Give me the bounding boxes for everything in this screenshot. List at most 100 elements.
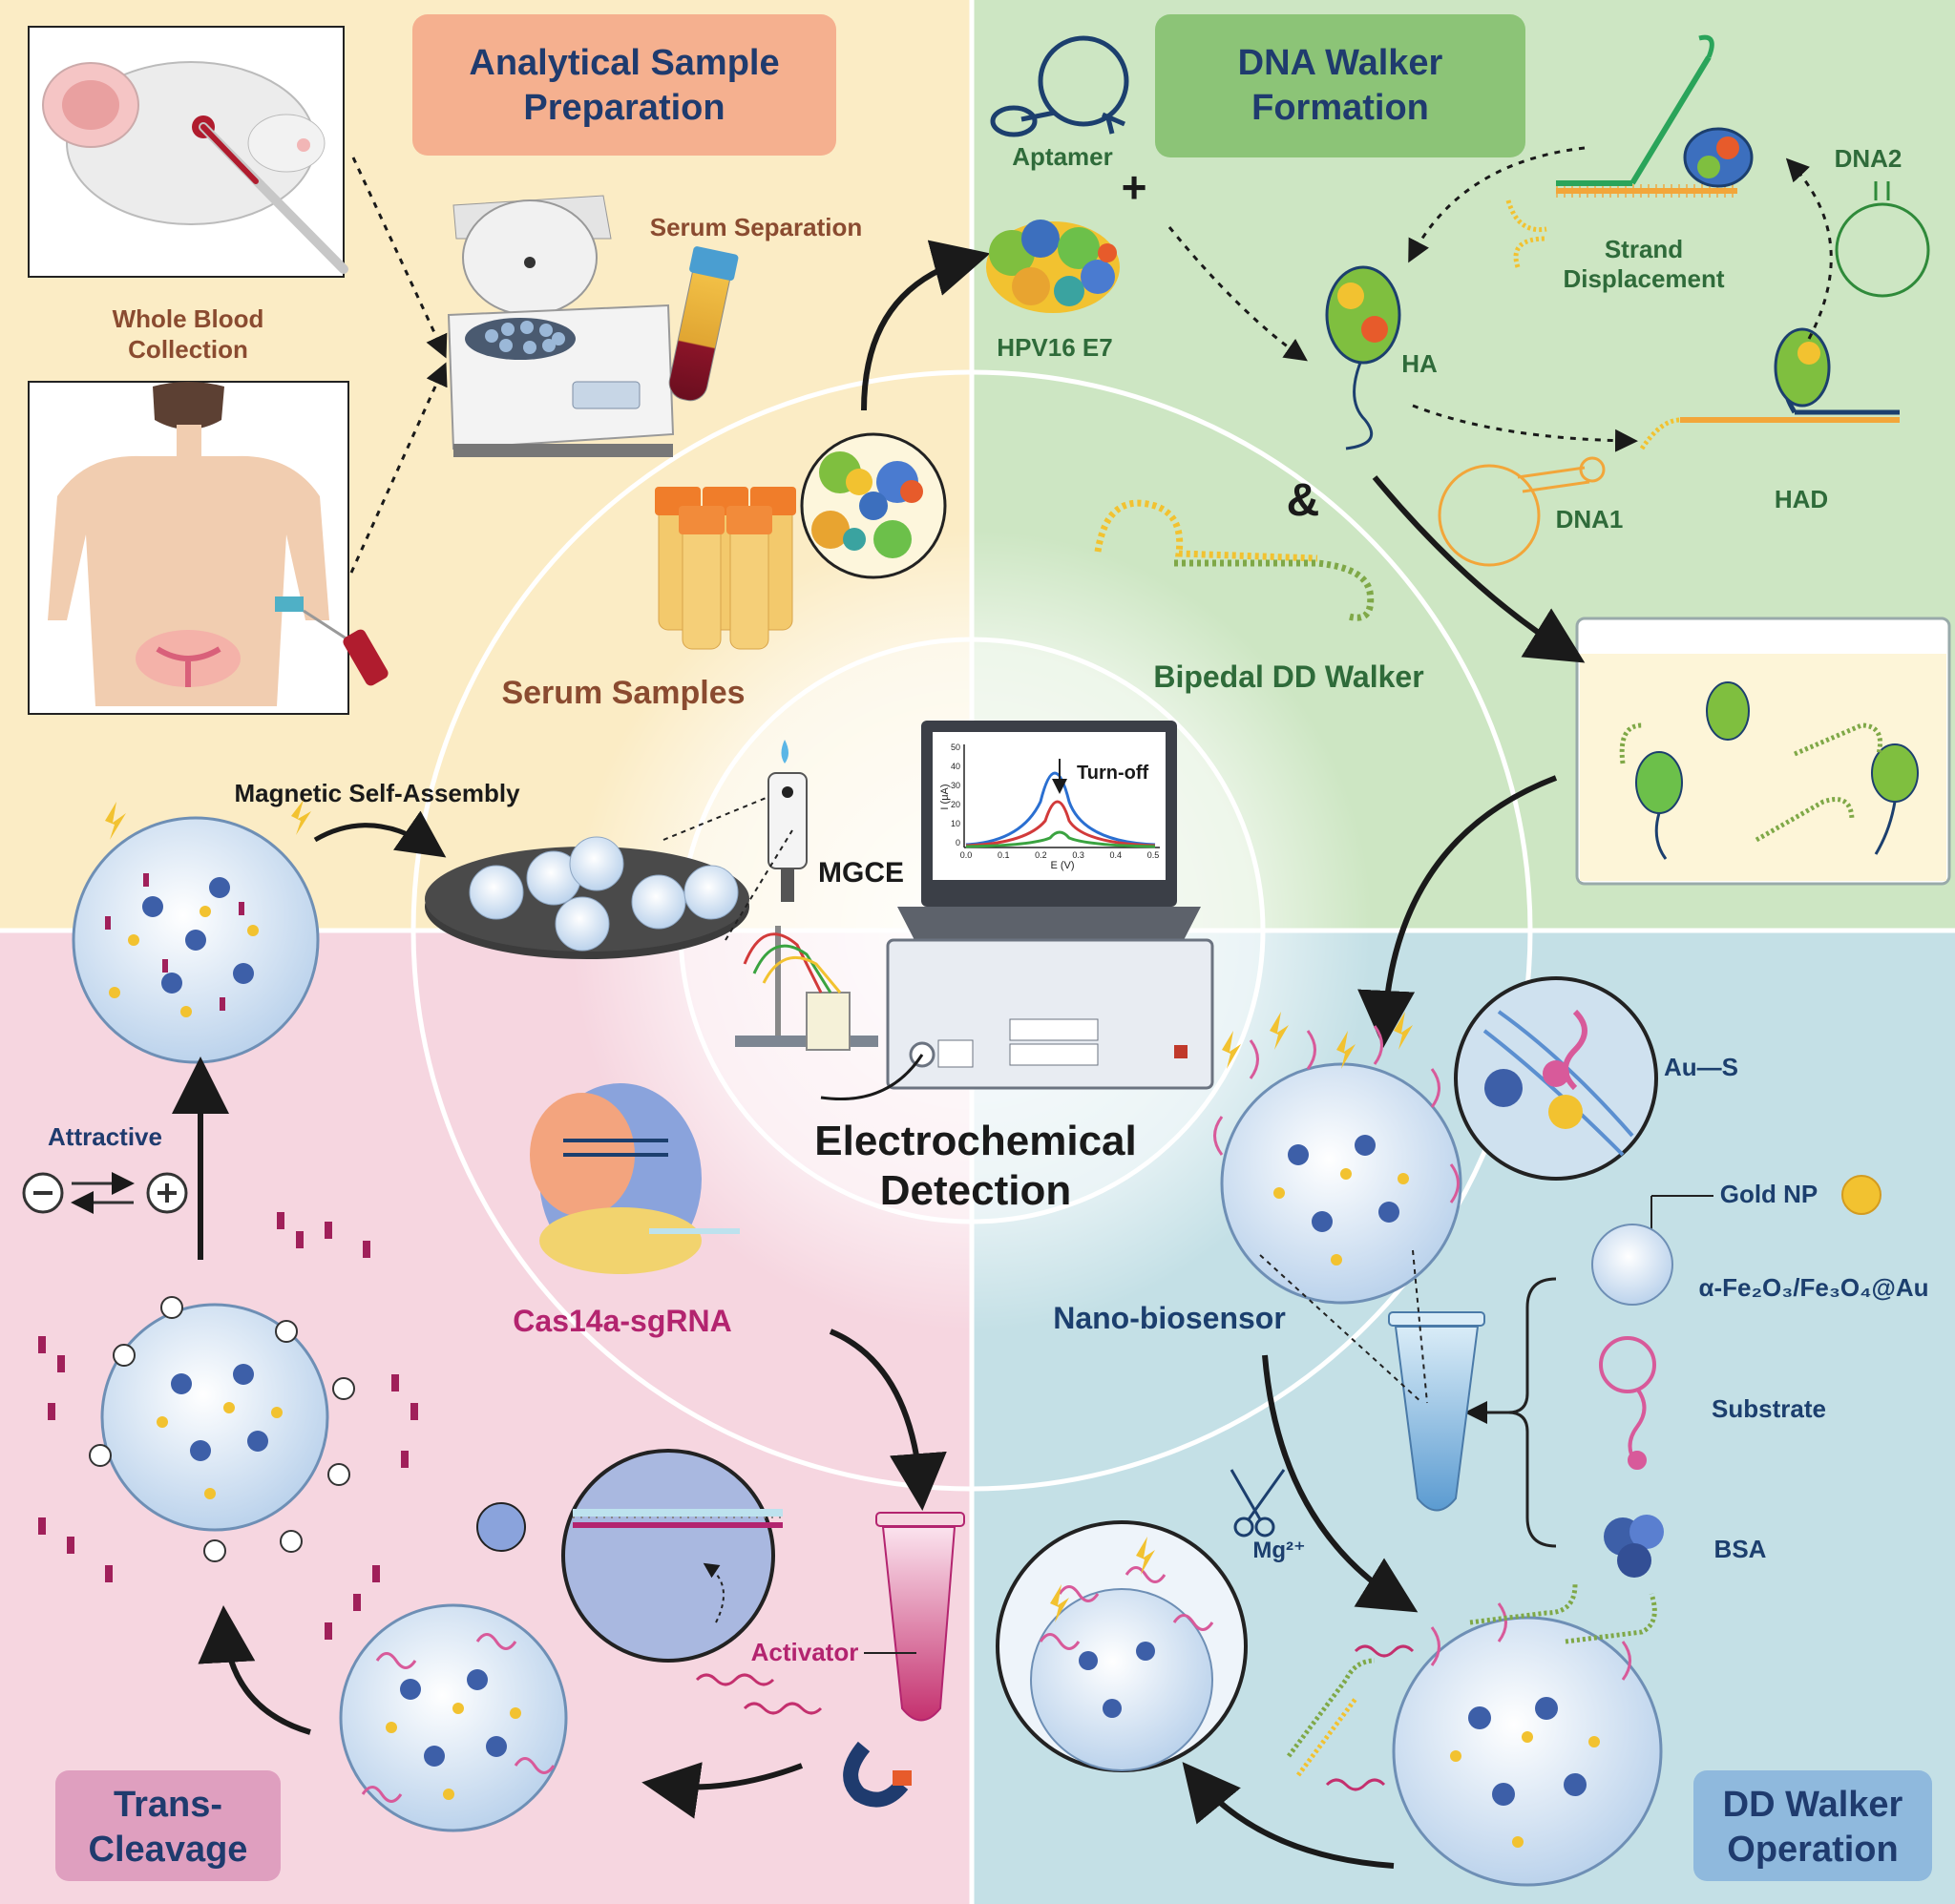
bipedal-walker-icon	[1094, 499, 1375, 621]
arrow-cycle-2	[1412, 404, 1638, 452]
charge-attraction	[22, 1172, 188, 1214]
center-title-1: Electrochemical	[814, 1118, 1137, 1164]
serum-separation-label: Serum Separation	[650, 213, 863, 241]
cv-xtick-label: 0.4	[1110, 850, 1123, 860]
gold-np-label: Gold NP	[1720, 1180, 1818, 1208]
patient-illustration	[28, 381, 389, 715]
dd-operation-title-1: DD Walker	[1723, 1785, 1903, 1825]
outer-ring	[410, 369, 1533, 1492]
cv-ylabel: I (μA)	[939, 784, 951, 809]
center-title-2: Detection	[880, 1167, 1071, 1214]
aptamer-icon	[990, 35, 1129, 137]
cv-xtick-label: 0.0	[960, 850, 973, 860]
gold-np-icon	[1841, 1175, 1881, 1215]
ha-complex	[1325, 265, 1401, 450]
cv-xlabel: E (V)	[1050, 860, 1074, 871]
fe-oxide-label: α-Fe₂O₃/Fe₃O₄@Au	[1699, 1273, 1929, 1302]
cv-ytick-label: 10	[951, 819, 960, 828]
centrifuge-illustration	[447, 195, 675, 457]
signal-bolts	[1050, 1012, 1413, 1622]
arrow-to-beaker	[1372, 475, 1586, 663]
mgce-label: MGCE	[818, 857, 904, 889]
cv-ytick-label: 50	[951, 743, 960, 752]
activator-label: Activator	[751, 1638, 859, 1666]
scissors-icon	[1230, 1469, 1286, 1538]
operation-zoom	[996, 1520, 1248, 1772]
arrow-cycle-4	[1408, 146, 1586, 263]
had-complex	[1639, 327, 1900, 450]
activator-rna	[695, 1673, 823, 1715]
title-box-dna-walker	[1155, 14, 1525, 157]
hpv16-e7-protein	[986, 220, 1120, 313]
cv-ytick-label: 0	[956, 838, 960, 847]
dd-operation-title-2: Operation	[1727, 1830, 1898, 1870]
turn-off-label: Turn-off	[1077, 763, 1148, 784]
dna-walker-title-2: Formation	[1251, 88, 1429, 128]
arrow-cleaved-to-charged	[198, 1605, 311, 1735]
serum-tubes	[655, 487, 796, 650]
magnetic-disk	[425, 836, 749, 959]
arrow-magnetic-assembly	[313, 810, 447, 858]
dna1-hairpin	[1438, 456, 1606, 567]
sample-prep-title-1: Analytical Sample	[469, 43, 779, 83]
attractive-label: Attractive	[48, 1122, 162, 1151]
dna-walker-title-1: DNA Walker	[1238, 43, 1443, 83]
cv-curve-green	[965, 830, 1156, 848]
negative-fragments	[38, 1212, 418, 1640]
cv-ytick-label: 40	[951, 762, 960, 771]
positive-charges	[89, 1296, 355, 1562]
bipedal-label: Bipedal DD Walker	[1153, 659, 1423, 694]
particle-assembled	[72, 816, 320, 1064]
magnetic-self-assembly-label: Magnetic Self-Assembly	[234, 779, 520, 807]
dna1-label: DNA1	[1556, 505, 1624, 534]
cv-xtick-label: 0.5	[1147, 850, 1160, 860]
strand-label-1: Strand	[1605, 235, 1683, 263]
had-label: HAD	[1775, 485, 1828, 513]
bsa-label: BSA	[1714, 1535, 1767, 1563]
blood-tube	[668, 246, 739, 402]
electrochemical-cell	[735, 926, 924, 1101]
arrow-operation-back	[1182, 1762, 1395, 1869]
substrate-icon	[1599, 1336, 1656, 1470]
arrow-patient-to-centrifuge	[349, 362, 448, 574]
cv-curve-red	[965, 800, 1156, 847]
arrow-beaker-to-operation	[1357, 775, 1558, 1048]
walker-operation-particle	[1392, 1583, 1663, 1887]
cv-xtick-label: 0.1	[998, 850, 1010, 860]
cv-xtick-label: 0.3	[1072, 850, 1084, 860]
potentiostat	[886, 938, 1214, 1090]
serum-samples-label: Serum Samples	[501, 675, 745, 711]
title-box-dd-operation	[1693, 1770, 1932, 1881]
mgce-electrode	[767, 740, 808, 902]
trans-cleavage-title-1: Trans-	[114, 1785, 222, 1825]
walker-beaker	[1575, 617, 1951, 886]
plus-sign: +	[1122, 162, 1147, 212]
arrow-to-walker-operation	[1262, 1354, 1419, 1613]
whole-blood-label-1: Whole Blood	[113, 304, 264, 333]
nano-biosensor-label: Nano-biosensor	[1053, 1301, 1286, 1335]
strand-displacement-structure	[1505, 34, 1754, 268]
strand-label-2: Displacement	[1563, 264, 1724, 293]
ha-label: HA	[1401, 349, 1438, 378]
particle-charged	[100, 1303, 329, 1532]
aptamer-label: Aptamer	[1012, 142, 1112, 171]
ampersand: &	[1287, 475, 1320, 526]
fe-oxide-particle-icon	[1591, 1224, 1673, 1306]
cv-ytick-label: 30	[951, 781, 960, 790]
particle-cleaved	[339, 1603, 568, 1832]
cv-xtick-label: 0.2	[1035, 850, 1047, 860]
protein-magnifier	[800, 432, 947, 579]
arrow-to-dna-walker	[861, 240, 991, 411]
arrow-to-activator-tube	[829, 1329, 947, 1511]
laptop	[897, 721, 1201, 940]
mixing-tube	[1388, 1311, 1485, 1512]
cv-xticks: 0.0 0.1 0.2 0.3 0.4 0.5	[960, 850, 1160, 860]
nano-biosensor-particle	[1213, 1025, 1462, 1305]
mg-label: Mg²⁺	[1252, 1538, 1305, 1563]
arrow-cycle-1	[1167, 226, 1308, 362]
activator-tube	[875, 1512, 965, 1722]
arrow-tube-to-cleaved	[641, 1762, 804, 1819]
